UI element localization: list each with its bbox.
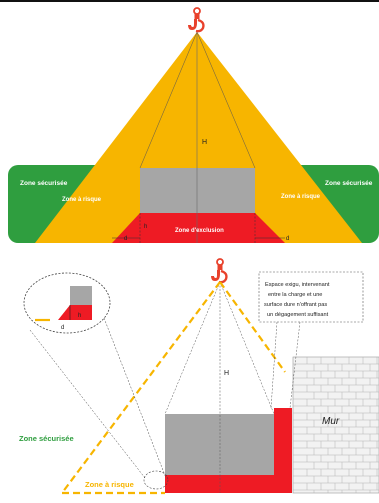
inset-load-box [70, 286, 92, 305]
top-d-label-right: d [286, 236, 289, 242]
bottom-sling-right [219, 281, 275, 415]
top-sling-right [196, 31, 256, 169]
top-risk-zone-label-right: Zone à risque [281, 194, 321, 200]
top-sling-left [139, 31, 198, 169]
wall-label: Mur [322, 416, 340, 427]
callout-line-4: un dégagement suffisant [267, 312, 329, 318]
top-exclusion-zone [112, 213, 285, 243]
top-safe-zone-label-left: Zone sécurisée [20, 180, 68, 187]
inset-exclusion-wedge [58, 305, 70, 320]
callout-line-3: surface dure n'offrant pas [264, 302, 327, 308]
detail-inset-circle [23, 272, 111, 334]
detail-source-circle [143, 470, 169, 490]
top-risk-zone-triangle [35, 32, 362, 243]
top-load-box [140, 168, 255, 213]
callout-line-2: entre la charge et une [268, 292, 322, 298]
bottom-sling-left [164, 281, 221, 415]
bottom-diagram: Mur Espace exigu, intervenant entre la c… [19, 258, 379, 495]
inset-connector-left [29, 329, 146, 479]
bottom-safe-zone-label: Zone sécurisée [19, 434, 74, 443]
callout-line-1: Espace exigu, intervenant [265, 282, 330, 288]
top-height-label: H [202, 139, 207, 146]
inset-d-label: d [61, 325, 64, 331]
callout-text: Espace exigu, intervenant entre la charg… [264, 282, 331, 318]
callout-pointer-left [270, 321, 278, 409]
top-exclusion-zone-label: Zone d'exclusion [175, 228, 224, 234]
bottom-risk-line-right [219, 281, 286, 373]
crane-hook-icon [211, 258, 228, 284]
top-risk-zone-label-left: Zone à risque [62, 197, 102, 203]
top-diagram: H h d d Zone sécurisée Zone sécurisée Zo… [8, 7, 379, 243]
inset-connector-right [103, 317, 167, 479]
top-border-line [0, 0, 379, 2]
callout-pointer-right [289, 321, 301, 409]
bottom-risk-zone-label: Zone à risque [85, 480, 134, 489]
callout-box [258, 271, 364, 323]
inset-h-label: h [78, 313, 81, 319]
top-hook-height-label: h [144, 224, 147, 230]
inset-exclusion-zone [70, 305, 92, 320]
brick-wall [292, 356, 379, 494]
top-safe-zone-label-right: Zone sécurisée [325, 180, 373, 187]
bottom-exclusion-zone [165, 408, 292, 493]
bottom-load-box [165, 414, 274, 475]
bottom-height-label: H [224, 370, 229, 377]
crane-hook-icon [188, 7, 205, 33]
top-d-label-left: d [124, 236, 127, 242]
